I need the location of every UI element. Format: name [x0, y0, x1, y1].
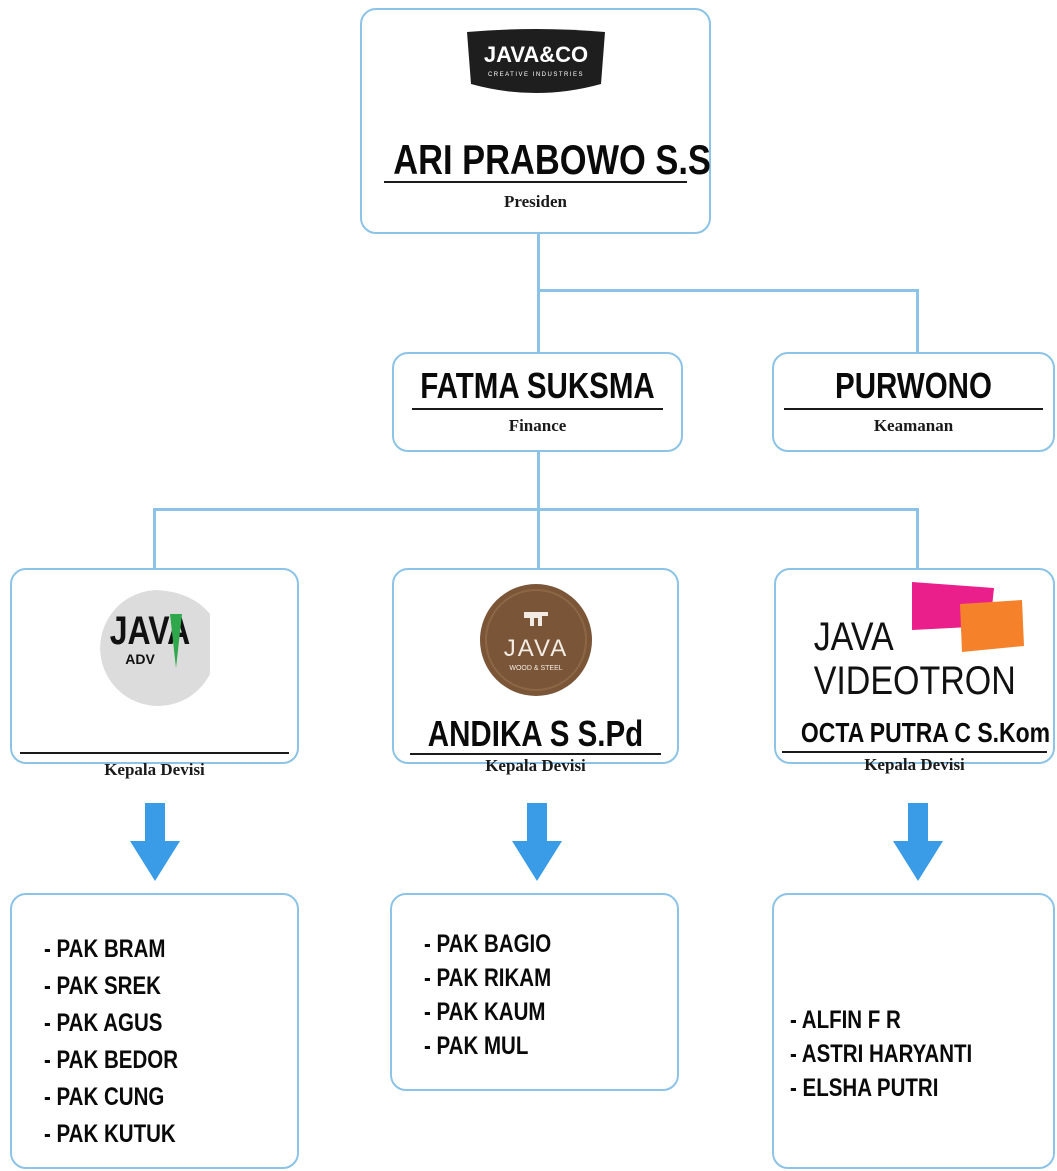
- list-item: - PAK RIKAM: [424, 964, 552, 992]
- finance-name: FATMA SUKSMA: [420, 365, 655, 406]
- finance-divider: [412, 408, 663, 410]
- java-and-co-logo: JAVA&CO CREATIVE INDUSTRIES: [467, 29, 605, 93]
- president-card: JAVA&CO CREATIVE INDUSTRIES ARI PRABOWO …: [360, 8, 711, 234]
- list-item: - PAK BAGIO: [424, 930, 552, 958]
- members-card-videotron: - ALFIN F R - ASTRI HARYANTI - ELSHA PUT…: [772, 893, 1055, 1169]
- security-role: Keamanan: [873, 416, 954, 435]
- connector-divisions-horizontal: [153, 508, 919, 511]
- logo-subtext: ADV: [125, 651, 155, 667]
- division-card-wood: JAVA WOOD & STEEL ANDIKA S S.Pd Kepala D…: [392, 568, 679, 775]
- president-name: ARI PRABOWO S.S: [393, 136, 711, 183]
- division-card-adv: JAVA ADV Kepala Devisi: [10, 568, 299, 779]
- connector-to-purwono: [916, 289, 919, 352]
- list-item: - ALFIN F R: [790, 1006, 901, 1034]
- list-item: - PAK AGUS: [44, 1009, 163, 1037]
- logo-text: JAVA: [814, 613, 894, 658]
- list-item: - PAK KUTUK: [44, 1120, 176, 1148]
- division-divider: [410, 753, 661, 755]
- finance-card: FATMA SUKSMA Finance: [392, 352, 683, 452]
- java-wood-steel-logo: JAVA WOOD & STEEL: [480, 584, 592, 696]
- connector-to-division-3: [916, 508, 919, 571]
- division-card-videotron: JAVA VIDEOTRON OCTA PUTRA C S.Kom Kepala…: [774, 568, 1055, 774]
- division-divider: [782, 751, 1047, 753]
- member-list: - ALFIN F R - ASTRI HARYANTI - ELSHA PUT…: [790, 1003, 1012, 1105]
- arrow-down-icon: [130, 803, 180, 881]
- connector-top-horizontal: [537, 289, 919, 292]
- logo-text: JAVA&CO: [484, 42, 588, 67]
- list-item: - PAK MUL: [424, 1032, 529, 1060]
- member-list: - PAK BAGIO - PAK RIKAM - PAK KAUM - PAK…: [424, 927, 579, 1063]
- list-item: - PAK KAUM: [424, 998, 546, 1026]
- division-head-name: ANDIKA S S.Pd: [427, 713, 644, 754]
- logo-subtext: VIDEOTRON: [814, 657, 1016, 700]
- list-item: - PAK BEDOR: [44, 1046, 179, 1074]
- president-role: Presiden: [504, 192, 567, 211]
- division-role: Kepala Devisi: [485, 756, 586, 775]
- connector-finance-vertical: [537, 452, 540, 571]
- security-name: PURWONO: [835, 365, 992, 406]
- division-head-name: OCTA PUTRA C S.Kom: [800, 717, 1051, 748]
- members-card-wood: - PAK BAGIO - PAK RIKAM - PAK KAUM - PAK…: [390, 893, 679, 1091]
- finance-role: Finance: [508, 416, 567, 435]
- division-role: Kepala Devisi: [104, 760, 205, 779]
- members-card-adv: - PAK BRAM - PAK SREK - PAK AGUS - PAK B…: [10, 893, 299, 1169]
- logo-subtext: WOOD & STEEL: [509, 665, 562, 672]
- logo-subtext: CREATIVE INDUSTRIES: [488, 72, 584, 78]
- member-list: - PAK BRAM - PAK SREK - PAK AGUS - PAK B…: [44, 931, 207, 1153]
- list-item: - ELSHA PUTRI: [790, 1074, 939, 1102]
- list-item: - ASTRI HARYANTI: [790, 1040, 973, 1068]
- list-item: - PAK SREK: [44, 972, 161, 1000]
- president-divider: [384, 181, 687, 183]
- arrow-down-icon: [893, 803, 943, 881]
- security-divider: [784, 408, 1043, 410]
- java-adv-logo: JAVA ADV: [100, 590, 210, 706]
- connector-to-division-1: [153, 508, 156, 571]
- list-item: - PAK BRAM: [44, 935, 166, 963]
- list-item: - PAK CUNG: [44, 1083, 165, 1111]
- connector-top-vertical: [537, 234, 540, 352]
- division-role: Kepala Devisi: [864, 755, 965, 774]
- security-card: PURWONO Keamanan: [772, 352, 1055, 452]
- logo-text: JAVA: [504, 635, 568, 662]
- arrow-down-icon: [512, 803, 562, 881]
- java-videotron-logo: JAVA VIDEOTRON: [814, 582, 1024, 700]
- division-divider: [20, 752, 289, 754]
